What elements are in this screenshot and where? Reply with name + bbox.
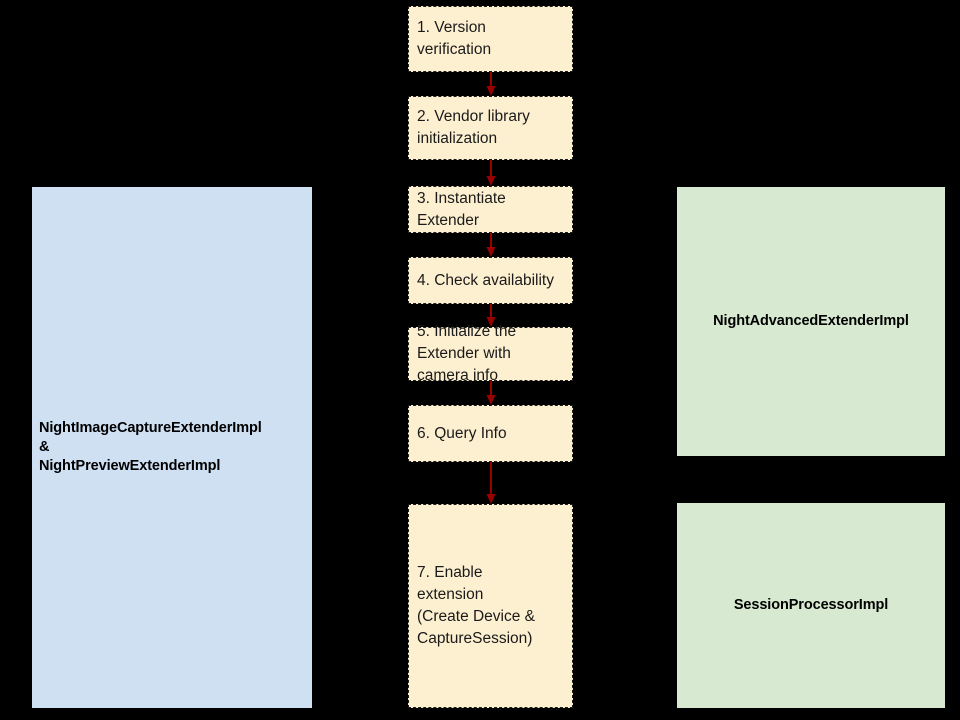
group-box-session-processor-impl-label: SessionProcessorImpl: [733, 597, 889, 613]
group-box-night-advanced-extender-impl-label: NightAdvancedExtenderImpl: [713, 313, 909, 329]
step-node-5-label: 5. Initialize the Extender with camera i…: [417, 323, 517, 384]
group-box-night-extender-impl: NightImageCaptureExtenderImpl & NightPre…: [32, 187, 312, 708]
step-node-3-label: 3. Instantiate Extender: [417, 189, 506, 229]
step-node-4-label: 4. Check availability: [417, 271, 554, 289]
step-node-4-check-availability: 4. Check availability: [408, 257, 573, 304]
step-node-3-instantiate-extender: 3. Instantiate Extender: [408, 186, 573, 233]
step-node-1-version-verification: 1. Version verification: [408, 6, 573, 72]
connector-arrow-step2-step3: [486, 160, 496, 186]
step-node-2-vendor-library-initialization: 2. Vendor library initialization: [408, 96, 573, 160]
connector-arrow-step6-step7: [486, 462, 496, 504]
connector-arrow-step1-step2: [486, 72, 496, 96]
step-node-7-enable-extension: 7. Enable extension (Create Device & Cap…: [408, 504, 573, 708]
step-node-1-label: 1. Version verification: [417, 19, 492, 58]
step-node-2-label: 2. Vendor library initialization: [417, 108, 530, 147]
step-node-6-label: 6. Query Info: [417, 424, 507, 442]
group-box-session-processor-impl: SessionProcessorImpl: [677, 503, 945, 708]
connector-arrow-step5-step6: [486, 381, 496, 405]
connector-arrow-step4-step5: [486, 304, 496, 327]
step-node-6-query-info: 6. Query Info: [408, 405, 573, 462]
group-box-night-advanced-extender-impl: NightAdvancedExtenderImpl: [677, 187, 945, 456]
group-box-night-extender-impl-label: NightImageCaptureExtenderImpl & NightPre…: [39, 420, 262, 474]
connector-arrow-step3-step4: [486, 233, 496, 257]
step-node-5-initialize-extender-with-camera-info: 5. Initialize the Extender with camera i…: [408, 323, 573, 384]
step-node-7-label: 7. Enable extension (Create Device & Cap…: [417, 564, 536, 647]
